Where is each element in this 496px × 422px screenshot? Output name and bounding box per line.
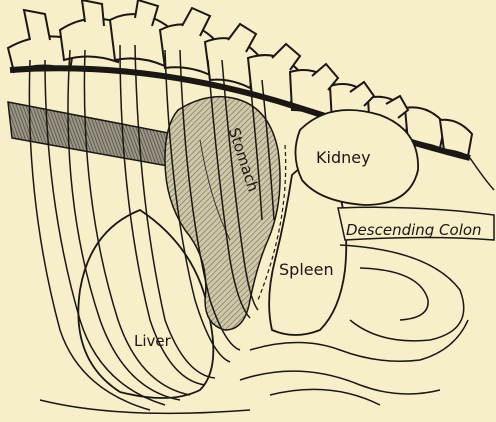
label-kidney: Kidney <box>316 150 371 166</box>
label-liver: Liver <box>134 334 171 349</box>
label-descending-colon: Descending Colon <box>346 223 482 238</box>
label-spleen: Spleen <box>279 262 334 278</box>
